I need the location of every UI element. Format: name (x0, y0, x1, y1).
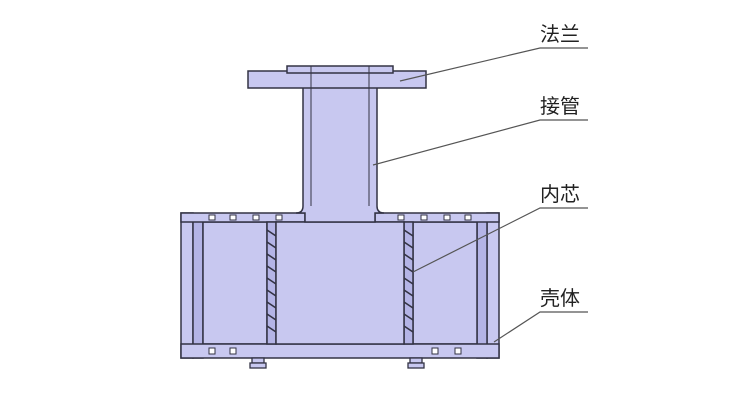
leader-core (412, 207, 588, 273)
bottom-hole (229, 347, 237, 355)
top-hole (443, 214, 451, 221)
label-pipe: 接管 (540, 94, 580, 118)
top-hole (275, 214, 283, 221)
bolt-right-nut (407, 362, 425, 369)
label-flange: 法兰 (540, 22, 580, 46)
shell-right-chamber (412, 221, 478, 345)
leader-pipe (372, 119, 588, 166)
shell-right-inner-wall (476, 219, 488, 359)
label-shell: 壳体 (540, 286, 580, 310)
bolt-right-head (409, 357, 423, 364)
top-hole (397, 214, 405, 221)
leader-flange (399, 47, 588, 82)
core-center (275, 221, 405, 345)
top-hole (464, 214, 472, 221)
shell-top-plate-right (374, 212, 500, 223)
shell-left-chamber (202, 221, 268, 345)
shell-bottom-plate (180, 343, 500, 359)
leader-shell (493, 311, 588, 343)
top-hole (420, 214, 428, 221)
bottom-hole (208, 347, 216, 355)
top-hole (229, 214, 237, 221)
label-core: 内芯 (540, 182, 580, 206)
bottom-bolts (249, 357, 425, 369)
top-hole (208, 214, 216, 221)
bottom-plate-holes (208, 347, 462, 355)
flange (247, 65, 427, 89)
shell-top-plate-left (180, 212, 306, 223)
top-hole (252, 214, 260, 221)
pipe (295, 82, 385, 223)
right-spiral (403, 229, 414, 333)
shell-right-wall (486, 212, 500, 359)
leader-lines (372, 47, 588, 343)
left-spiral (266, 229, 277, 333)
flange-boss (286, 65, 394, 74)
bolt-left-nut (249, 362, 267, 369)
inner-core (266, 221, 414, 345)
core-spirals (266, 229, 414, 333)
bottom-hole (454, 347, 462, 355)
shell (180, 212, 500, 359)
shell-left-inner-wall (192, 219, 204, 359)
bolt-left-head (251, 357, 265, 364)
pipe-body (295, 82, 385, 223)
bottom-hole (431, 347, 439, 355)
top-plate-holes (208, 214, 472, 221)
shell-left-wall (180, 212, 194, 359)
